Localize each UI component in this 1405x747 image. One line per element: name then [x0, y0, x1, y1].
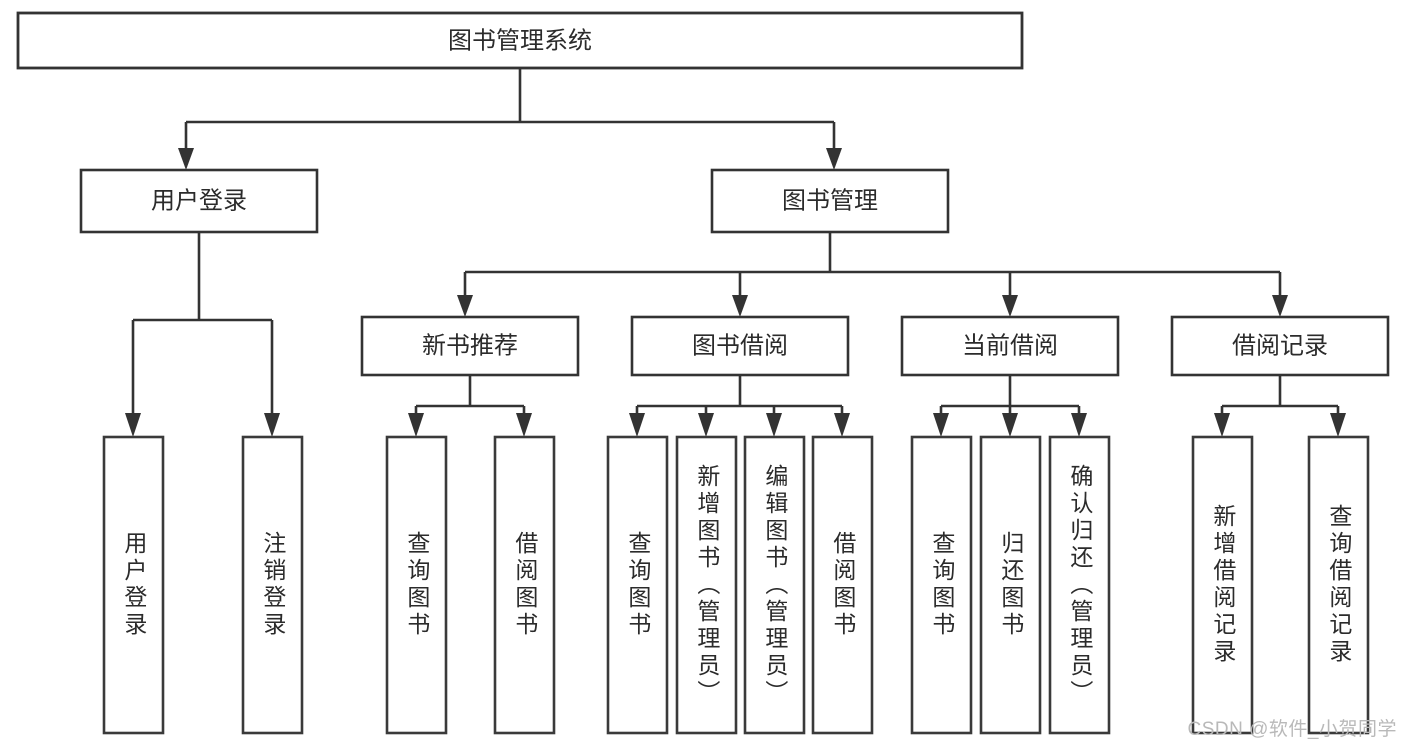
node-leaf-return-book-label: 归还图书: [997, 531, 1024, 639]
edge-borrow-record-to-leaves: [1214, 375, 1346, 437]
node-book-borrow[interactable]: 图书借阅: [630, 315, 850, 377]
node-leaf-query-book-2-label: 查询图书: [624, 531, 651, 639]
edge-book-borrow-to-leaves: [629, 375, 850, 437]
node-leaf-confirm-return-label: 确认归还（管理员）: [1066, 463, 1093, 707]
node-leaf-borrow-book-2-label: 借阅图书: [829, 531, 856, 639]
edge-current-borrow-to-leaves: [933, 375, 1087, 437]
node-borrow-record[interactable]: 借阅记录: [1170, 315, 1390, 377]
node-leaf-query-book-3-label: 查询图书: [928, 531, 955, 639]
edge-new-book-recommend-to-leaves: [408, 375, 532, 437]
node-root-label: 图书管理系统: [448, 27, 592, 54]
node-leaf-borrow-book-1-label: 借阅图书: [511, 531, 538, 639]
node-new-book-recommend-label: 新书推荐: [422, 332, 518, 359]
edge-root-to-level2: [178, 68, 842, 170]
node-leaf-add-borrow-record[interactable]: 新增借阅记录: [1191, 435, 1254, 735]
node-leaf-query-book-1[interactable]: 查询图书: [385, 435, 448, 735]
node-leaf-query-book-1-label: 查询图书: [403, 531, 430, 639]
node-leaf-return-book[interactable]: 归还图书: [979, 435, 1042, 735]
edge-book-management-to-level3: [457, 232, 1288, 317]
node-borrow-record-label: 借阅记录: [1232, 332, 1328, 359]
node-leaf-user-login[interactable]: 用户登录: [102, 435, 165, 735]
node-leaf-edit-book-label: 编辑图书（管理员）: [761, 463, 788, 707]
node-leaf-borrow-book-1[interactable]: 借阅图书: [493, 435, 556, 735]
node-new-book-recommend[interactable]: 新书推荐: [360, 315, 580, 377]
node-leaf-query-book-3[interactable]: 查询图书: [910, 435, 973, 735]
edge-user-login-to-leaves: [125, 232, 280, 437]
node-root[interactable]: 图书管理系统: [16, 11, 1024, 70]
node-book-borrow-label: 图书借阅: [692, 332, 788, 359]
node-leaf-query-book-2[interactable]: 查询图书: [606, 435, 669, 735]
node-book-management-label: 图书管理: [782, 187, 878, 214]
node-leaf-logout-login[interactable]: 注销登录: [241, 435, 304, 735]
node-leaf-edit-book[interactable]: 编辑图书（管理员）: [743, 435, 806, 735]
node-leaf-add-book[interactable]: 新增图书（管理员）: [675, 435, 738, 735]
node-current-borrow-label: 当前借阅: [962, 332, 1058, 359]
node-leaf-query-borrow-record-label: 查询借阅记录: [1325, 504, 1352, 666]
node-leaf-add-book-label: 新增图书（管理员）: [693, 463, 720, 707]
node-user-login[interactable]: 用户登录: [79, 168, 319, 234]
node-leaf-add-borrow-record-label: 新增借阅记录: [1209, 504, 1236, 666]
node-leaf-confirm-return[interactable]: 确认归还（管理员）: [1048, 435, 1111, 735]
node-leaf-logout-login-label: 注销登录: [259, 531, 286, 639]
node-current-borrow[interactable]: 当前借阅: [900, 315, 1120, 377]
node-book-management[interactable]: 图书管理: [710, 168, 950, 234]
node-user-login-label: 用户登录: [151, 187, 247, 214]
node-leaf-borrow-book-2[interactable]: 借阅图书: [811, 435, 874, 735]
node-leaf-query-borrow-record[interactable]: 查询借阅记录: [1307, 435, 1370, 735]
node-leaf-user-login-label: 用户登录: [120, 531, 147, 639]
